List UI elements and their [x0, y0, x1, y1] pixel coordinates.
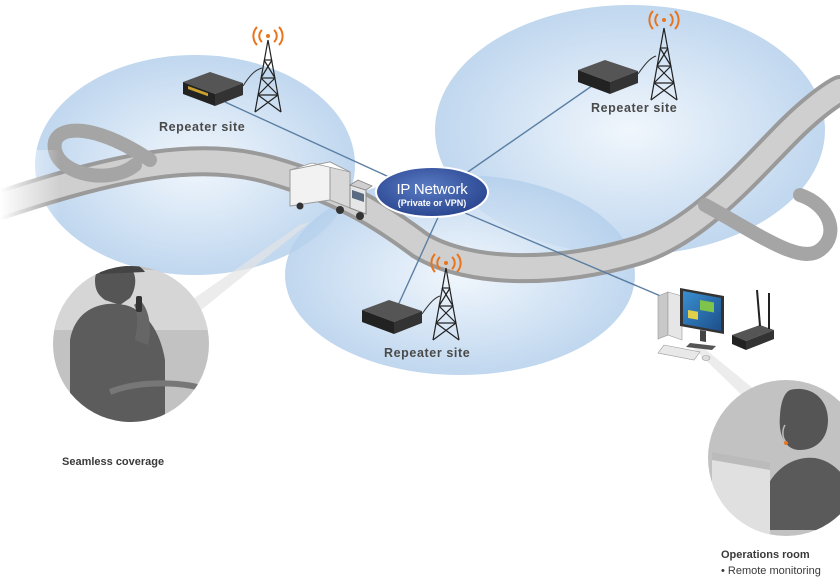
repeater-site-2 — [578, 10, 680, 101]
callout-wedge — [180, 222, 310, 315]
seamless-coverage-caption: Seamless coverage — [62, 456, 165, 468]
signal-waves-icon — [252, 26, 284, 46]
ip-network-oval — [375, 166, 489, 218]
ip-network-title: IP Network — [396, 181, 468, 198]
road — [0, 75, 840, 284]
antenna-tower-icon — [650, 27, 678, 101]
repeater-device-icon — [183, 72, 243, 106]
ip-network-subtitle: (Private or VPN) — [397, 198, 467, 208]
repeater-site-label-3: Repeater site — [384, 346, 471, 360]
antenna-tower-icon — [432, 267, 460, 341]
signal-waves-icon — [648, 10, 680, 30]
network-links — [224, 71, 671, 313]
truck-icon — [289, 161, 373, 220]
repeater-site-1 — [183, 26, 284, 113]
signal-waves-icon — [430, 253, 462, 273]
computer-icon — [657, 288, 724, 361]
road-fade — [0, 150, 60, 270]
antenna-tower-icon — [254, 39, 282, 113]
repeater-site-label-2: Repeater site — [591, 101, 678, 115]
operator-icon — [708, 380, 840, 536]
repeater-site-label-1: Repeater site — [159, 120, 246, 134]
repeater-device-icon — [362, 300, 422, 334]
repeater-site-3 — [362, 253, 462, 341]
driver-icon — [53, 266, 209, 422]
repeater-device-icon — [578, 60, 638, 94]
remote-monitoring-bullet: • Remote monitoring — [721, 565, 821, 577]
operations-room-caption: Operations room — [721, 549, 810, 561]
router-icon — [732, 289, 774, 350]
